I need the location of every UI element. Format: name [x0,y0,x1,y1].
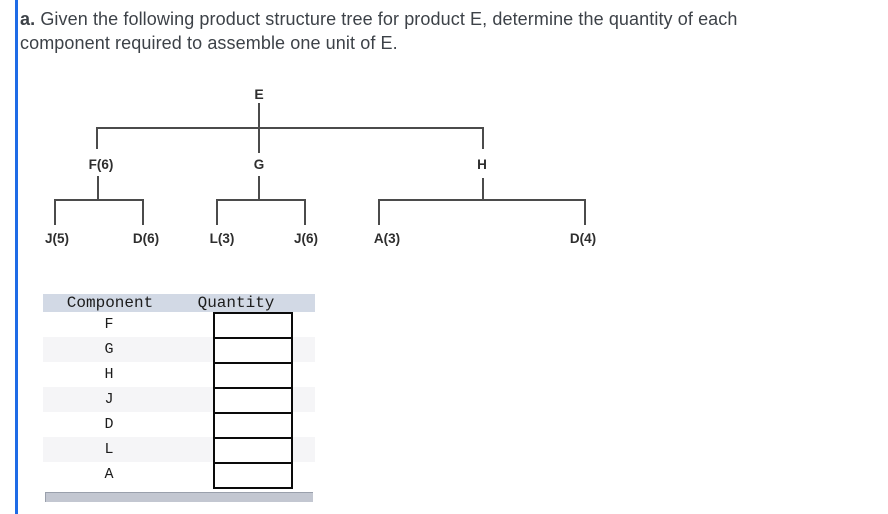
tree-line [97,176,99,200]
tree-line [482,127,484,149]
tree-line [584,199,586,225]
product-structure-tree: E F(6) G H J(5) D(6) L(3) J(6) A(3) D(4) [44,86,597,246]
tree-node-J6: J(6) [293,231,319,246]
problem-line-2: component required to assemble one unit … [20,33,398,53]
problem-text-1: Given the following product structure tr… [40,9,738,29]
tree-line [216,199,218,225]
tree-line [96,127,98,149]
left-accent-rule [15,0,18,514]
tree-line [304,199,306,225]
quantity-column-header: Quantity [197,294,275,312]
horizontal-scrollbar[interactable] [45,492,313,502]
table-row: D [43,412,315,437]
tree-line [378,199,380,225]
quantity-input-column [213,312,293,489]
table-header-row: Component Quantity [43,294,315,312]
quantity-input-D[interactable] [213,412,293,439]
tree-node-F: F(6) [88,157,114,172]
tree-line [55,199,144,201]
problem-statement: a. Given the following product structure… [20,7,880,55]
component-cell: L [104,441,114,458]
quantity-input-A[interactable] [213,462,293,489]
table-row: H [43,362,315,387]
tree-line [142,199,144,225]
component-cell: F [104,316,114,333]
tree-node-L3: L(3) [209,231,235,246]
component-cell: H [104,366,114,383]
quantity-input-H[interactable] [213,362,293,389]
tree-line [97,127,484,129]
tree-node-D4: D(4) [569,231,597,246]
tree-line [379,199,586,201]
tree-node-A3: A(3) [373,231,401,246]
component-column-header: Component [66,294,154,312]
tree-node-H: H [477,157,487,172]
quantity-input-G[interactable] [213,337,293,364]
component-cell: D [104,416,114,433]
tree-line [217,199,306,201]
problem-label: a. [20,9,36,29]
tree-node-D6: D(6) [132,231,160,246]
tree-line [482,178,484,200]
tree-line [54,199,56,225]
component-cell: J [104,391,114,408]
tree-node-J5: J(5) [44,231,70,246]
table-row: F [43,312,315,337]
quantity-input-L[interactable] [213,437,293,464]
problem-line-1: a. Given the following product structure… [20,7,880,31]
quantity-input-J[interactable] [213,387,293,414]
tree-node-E: E [254,86,264,102]
component-cell: A [104,466,114,483]
tree-line [258,176,260,200]
quantity-table: Component Quantity F G H J D L A [43,294,315,502]
tree-node-G: G [253,157,265,172]
component-cell: G [104,341,114,358]
table-row: A [43,462,315,487]
quantity-input-F[interactable] [213,312,293,339]
